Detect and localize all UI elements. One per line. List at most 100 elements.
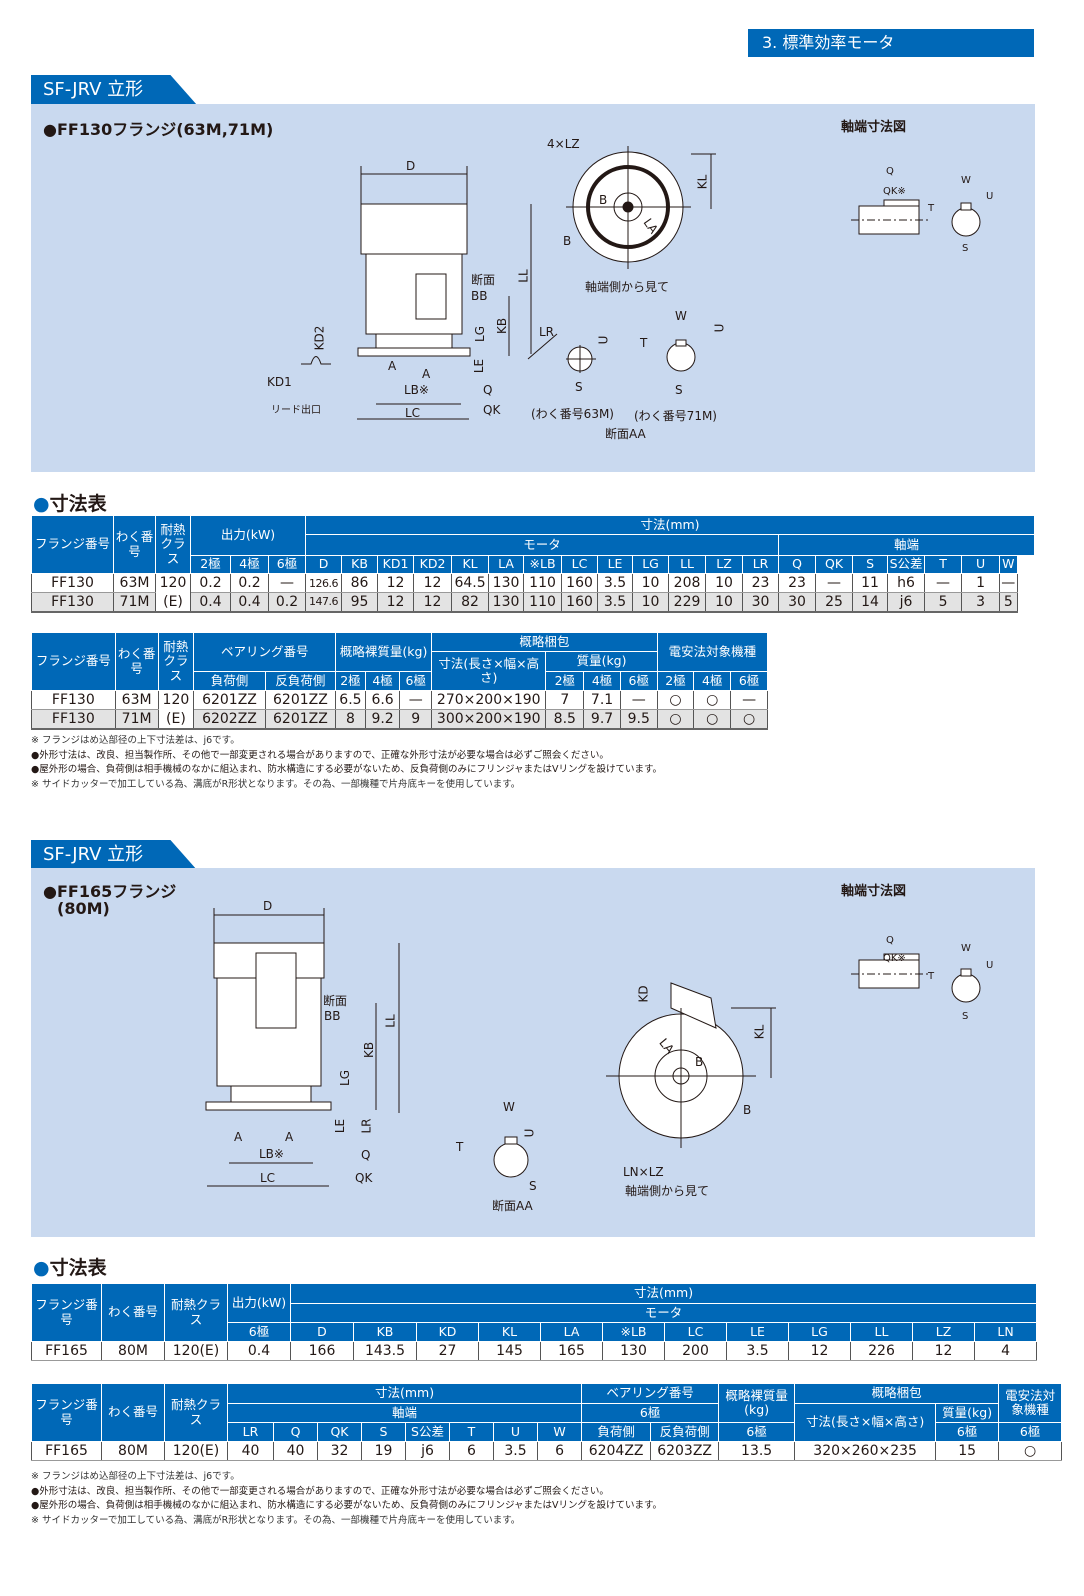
column-header: KL — [451, 555, 490, 574]
table-cell: 15 — [935, 1441, 1000, 1461]
label-A: A — [234, 1130, 243, 1144]
column-header: 6極 — [935, 1422, 1000, 1442]
column-header: 6極 — [619, 671, 658, 691]
label-LL: LL — [383, 1014, 398, 1028]
column-header: フランジ番号 — [31, 1283, 102, 1342]
label-KD1: KD1 — [267, 375, 292, 389]
label-S: S — [575, 380, 583, 394]
label-4xLZ: 4×LZ — [547, 137, 580, 151]
column-header: モータ — [289, 1303, 1038, 1323]
table-cell: 160 — [561, 592, 599, 613]
table-cell: 3.5 — [726, 1341, 789, 1361]
column-header: 概略裸質量(kg) — [335, 632, 433, 672]
column-header: わく番号 — [101, 1383, 165, 1442]
table-cell: 3.5 — [597, 573, 634, 593]
column-header: 2極 — [656, 671, 695, 691]
table-cell: 8.5 — [545, 709, 585, 730]
table-cell: 12 — [413, 573, 453, 593]
section2-title-frame: (80M) — [57, 899, 110, 918]
label-LE: LE — [333, 1118, 348, 1134]
label-B2: B — [563, 234, 572, 248]
label-LR: LR — [359, 1118, 374, 1134]
table-cell: 120(E) — [164, 1341, 228, 1361]
table-cell: 320×260×235 — [794, 1441, 937, 1461]
section1-tab: SF-JRV 立形 — [31, 75, 197, 105]
table-cell: 95 — [341, 592, 379, 613]
table-cell: 5 — [924, 592, 963, 613]
column-header: KB — [353, 1322, 417, 1342]
table-cell: 0.4 — [190, 592, 231, 613]
label-T: T — [640, 336, 648, 350]
column-header: 寸法(mm) — [305, 515, 1035, 535]
label-KD2: KD2 — [312, 325, 327, 351]
label-frame-63M: (わく番号63M) — [531, 407, 614, 421]
label-W: W — [675, 309, 687, 323]
column-header: 4極 — [583, 671, 621, 691]
table-cell: 63M — [114, 690, 159, 710]
shaft-bearing-table-ff165: フランジ番号わく番号耐熱クラス寸法(mm)ベアリング番号概略裸質量(kg)概略梱… — [31, 1383, 1063, 1461]
column-header: S — [361, 1422, 406, 1442]
column-header: 負荷側 — [193, 671, 266, 691]
column-header: 6極 — [718, 1422, 796, 1442]
table-cell: 229 — [668, 592, 707, 613]
column-header: 6極 — [399, 671, 433, 691]
column-header: U — [493, 1422, 538, 1442]
table-cell: FF130 — [31, 592, 114, 613]
shaft-label-QK: QK※ — [883, 186, 906, 197]
table-cell: 9.5 — [619, 709, 658, 730]
table-cell: — — [267, 573, 307, 593]
notes-section1: ※ フランジはめ込部径の上下寸法差は、j6です。●外形寸法は、改良、担当製作所、… — [31, 734, 662, 792]
table-cell: ○ — [693, 690, 732, 710]
column-header: 出力(kW) — [189, 515, 307, 556]
table-cell: FF130 — [31, 573, 114, 593]
table-cell: 110 — [523, 573, 563, 593]
label-D: D — [406, 159, 416, 173]
column-header: S — [852, 555, 889, 574]
notes-section2: ※ フランジはめ込部径の上下寸法差は、j6です。●外形寸法は、改良、担当製作所、… — [31, 1470, 662, 1528]
table-cell: 6203ZZ — [650, 1441, 720, 1461]
table-cell: — — [619, 690, 658, 710]
table-cell: 110 — [523, 592, 563, 613]
table-cell: — — [815, 573, 854, 593]
label-LG: LG — [472, 326, 487, 342]
table-cell: ○ — [656, 709, 695, 730]
column-header: わく番号 — [101, 1283, 165, 1342]
note-line: ●外形寸法は、改良、担当製作所、その他で一部変更される場合がありますので、正確な… — [31, 1485, 609, 1497]
table-cell: 12 — [912, 1341, 975, 1361]
column-header: LE — [597, 555, 634, 574]
table-cell: 14 — [852, 592, 889, 613]
table-cell: 165 — [540, 1341, 603, 1361]
shaft-label-QK: QK※ — [883, 953, 906, 964]
column-header: T — [924, 555, 963, 574]
table-cell: 10 — [705, 592, 744, 613]
column-header: KD — [416, 1322, 479, 1342]
note-line: ●屋外形の場合、負荷側は相手機械のなかに組込まれ、防水構造にする必要がないため、… — [31, 764, 663, 775]
table-cell: 13.5 — [718, 1441, 796, 1461]
column-header: 4極 — [364, 671, 401, 691]
label-U2: U — [712, 323, 727, 333]
shaft-label-Q: Q — [886, 166, 894, 177]
table-cell: — — [730, 690, 768, 710]
column-header: 質量(kg) — [545, 651, 658, 672]
column-header: 寸法(mm) — [289, 1283, 1038, 1304]
column-header: S公差 — [405, 1422, 450, 1442]
column-header: 寸法(長さ×幅×高さ) — [431, 651, 547, 691]
table-cell: 1 — [961, 573, 1001, 593]
column-header: LL — [668, 555, 707, 574]
table-cell: ○ — [656, 690, 695, 710]
table-cell: 10 — [705, 573, 744, 593]
table-cell: 86 — [341, 573, 379, 593]
shaft-drawing-title-2: 軸端寸法図 — [841, 884, 907, 899]
column-header: 耐熱クラス — [164, 1383, 228, 1442]
table-cell: 143.5 — [353, 1341, 417, 1361]
table-cell: 6.5 — [335, 690, 366, 710]
column-header: フランジ番号 — [31, 1383, 102, 1442]
shaft-label-T: T — [928, 203, 935, 214]
table-cell: 7 — [545, 690, 585, 710]
column-header: 概略梱包 — [794, 1383, 1000, 1404]
